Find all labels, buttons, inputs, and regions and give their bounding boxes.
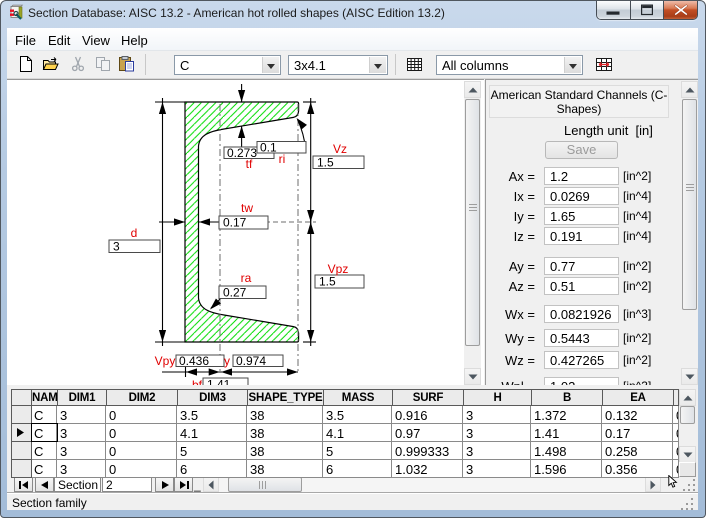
- svg-text:ra: ra: [241, 271, 252, 285]
- svg-text:ri: ri: [279, 152, 286, 166]
- svg-text:0.1: 0.1: [260, 141, 277, 155]
- svg-text:1.5: 1.5: [317, 156, 334, 170]
- svg-text:Vpz: Vpz: [328, 262, 349, 276]
- svg-text:0.27: 0.27: [223, 286, 247, 300]
- svg-text:Vpy: Vpy: [155, 354, 176, 368]
- svg-text:bf: bf: [192, 378, 203, 385]
- svg-text:3: 3: [113, 240, 120, 254]
- svg-text:tf: tf: [246, 157, 253, 171]
- svg-text:d: d: [131, 226, 138, 240]
- svg-text:0.974: 0.974: [236, 354, 266, 368]
- svg-text:1.5: 1.5: [319, 275, 336, 289]
- svg-text:y: y: [224, 354, 230, 368]
- svg-text:0.273: 0.273: [227, 146, 257, 160]
- svg-text:0.17: 0.17: [223, 216, 247, 230]
- svg-text:Vz: Vz: [333, 142, 347, 156]
- svg-text:tw: tw: [241, 201, 253, 215]
- svg-text:1.41: 1.41: [207, 378, 231, 386]
- svg-text:0.436: 0.436: [179, 354, 209, 368]
